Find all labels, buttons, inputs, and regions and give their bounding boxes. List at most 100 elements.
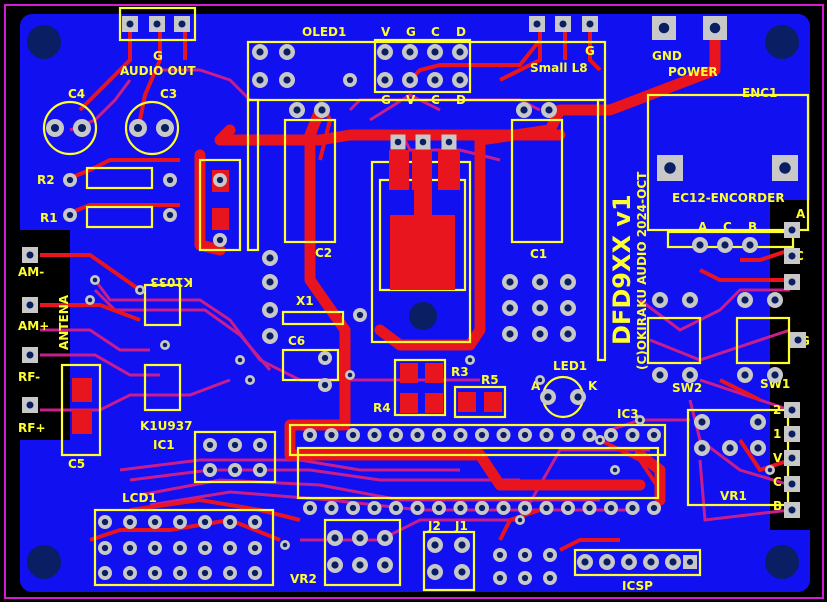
- pad-hole: [306, 504, 314, 512]
- label-rf-minus: RF-: [18, 370, 40, 384]
- pad-hole: [537, 377, 543, 383]
- pad-hole: [231, 466, 239, 474]
- pad-hole: [251, 518, 259, 526]
- pad-hole: [328, 504, 335, 512]
- label-gnd: GND: [652, 49, 682, 63]
- pad-hole: [478, 504, 486, 512]
- pad-hole: [381, 76, 389, 84]
- pad-hole: [520, 106, 528, 114]
- pad-hole: [788, 226, 796, 234]
- pad-hole: [306, 431, 314, 439]
- pad-hole: [283, 76, 291, 84]
- pad-hole: [371, 431, 378, 439]
- pad-hole: [536, 278, 544, 286]
- mount-hole-icon: [765, 545, 799, 579]
- pad-hole: [543, 431, 550, 439]
- pad-hole: [500, 431, 507, 439]
- pad-hole: [603, 558, 611, 566]
- label-enc-part: EC12-ENCORDER: [672, 191, 785, 205]
- pad-hole: [536, 304, 544, 312]
- pad-hole: [226, 569, 234, 577]
- pad-hole: [726, 444, 734, 452]
- through-hole-pads: [22, 16, 806, 585]
- label-ic1: IC1: [153, 438, 175, 452]
- pad-hole: [266, 332, 274, 340]
- label-right-1: 1: [773, 427, 781, 441]
- label-ic3: IC3: [617, 407, 639, 421]
- board-subtitle: (C)OKIRAKU AUDIO 2024-OCT: [635, 171, 649, 370]
- pad-hole: [544, 393, 552, 401]
- pad-hole: [686, 558, 694, 566]
- label-led1: LED1: [553, 359, 587, 373]
- label-c2: C2: [315, 246, 332, 260]
- pad-hole: [458, 568, 466, 576]
- label-oled-pin-d: D: [456, 25, 466, 39]
- label-icsp: ICSP: [622, 579, 653, 593]
- pad-hole: [201, 544, 209, 552]
- label-am-plus: AM+: [18, 319, 49, 333]
- pad-hole: [586, 20, 594, 28]
- pad-hole: [746, 241, 754, 249]
- label-rf-plus: RF+: [18, 421, 46, 435]
- pad-hole: [586, 431, 593, 439]
- label-small-g: G: [585, 44, 595, 58]
- label-oled-pin-c: C: [431, 25, 440, 39]
- top-copper-traces: [40, 25, 791, 552]
- pad-hole: [321, 381, 329, 389]
- pad-hole: [201, 518, 209, 526]
- pad-hole: [256, 76, 264, 84]
- label-oled-bpin-d: D: [456, 93, 466, 107]
- label-antena: ANTENA: [57, 294, 71, 350]
- pad-hole: [206, 466, 214, 474]
- label-r4: R4: [373, 401, 391, 415]
- pad-hole: [153, 20, 161, 28]
- pad-hole: [478, 431, 486, 439]
- pad-hole: [160, 123, 170, 133]
- pad-hole: [650, 504, 658, 512]
- label-vr1: VR1: [720, 489, 747, 503]
- label-j2: J2: [427, 519, 441, 533]
- pad-hole: [126, 544, 134, 552]
- pad-hole: [266, 278, 274, 286]
- pad-hole: [458, 541, 466, 549]
- label-k2: K1U937: [140, 419, 192, 433]
- pad-hole: [607, 504, 615, 512]
- pad-hole: [133, 123, 143, 133]
- pad-hole: [546, 551, 554, 559]
- pad-hole: [467, 357, 473, 363]
- pad-hole: [392, 504, 400, 512]
- pad-hole: [788, 480, 796, 488]
- label-k1: K1033: [150, 275, 193, 289]
- label-oled-bpin-g: G: [381, 93, 391, 107]
- label-lcd: LCD1: [122, 491, 157, 505]
- label-oled-bpin-c: C: [431, 93, 440, 107]
- label-c3: C3: [160, 87, 177, 101]
- label-audio-g: G: [153, 49, 163, 63]
- pad-hole: [151, 544, 159, 552]
- pad-hole: [543, 504, 550, 512]
- pad-hole: [216, 236, 224, 244]
- pad-hole: [656, 296, 664, 304]
- pad-hole: [597, 437, 603, 443]
- pad-hole: [371, 504, 378, 512]
- pad-hole: [293, 106, 301, 114]
- pad-hole: [564, 431, 572, 439]
- label-led-k: K: [588, 379, 598, 393]
- mount-hole-icon: [27, 545, 61, 579]
- pad-hole: [533, 20, 541, 28]
- silkscreen: [42, 6, 810, 592]
- label-right-c2: C: [773, 475, 782, 489]
- pad-hole: [266, 306, 274, 314]
- pad-hole: [431, 48, 439, 56]
- label-x1: X1: [296, 294, 314, 308]
- pad-hole: [266, 254, 274, 262]
- pad-hole: [741, 371, 749, 379]
- label-oled-pin-g: G: [406, 25, 416, 39]
- pad-hole: [92, 277, 98, 283]
- pad-hole: [794, 336, 802, 344]
- pad-hole: [87, 297, 93, 303]
- pad-hole: [101, 544, 109, 552]
- label-c4: C4: [68, 87, 85, 101]
- pad-hole: [201, 569, 209, 577]
- pad-hole: [546, 574, 554, 582]
